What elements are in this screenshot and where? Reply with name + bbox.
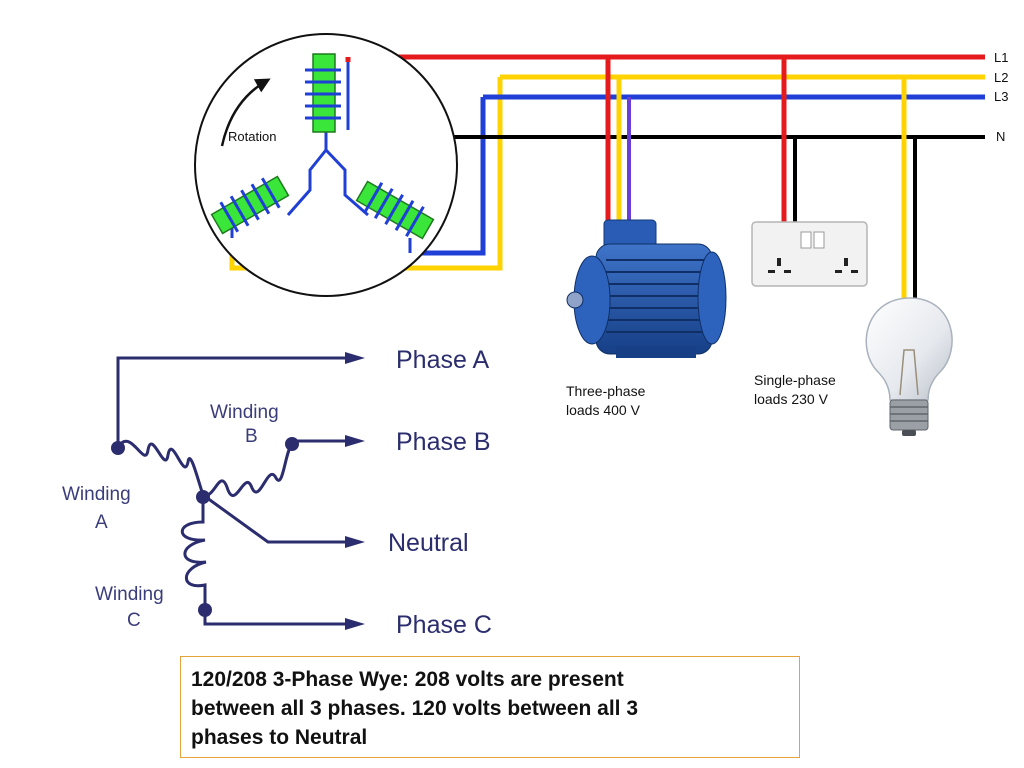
three-phase-caption-line2: loads 400 V <box>566 402 641 418</box>
coil-top <box>305 53 341 133</box>
caption-line3: phases to Neutral <box>191 726 368 749</box>
single-phase-caption-line1: Single-phase <box>754 372 836 388</box>
coil-left <box>210 175 290 235</box>
neutral-label: Neutral <box>388 529 469 557</box>
phase-b-label: Phase B <box>396 428 491 456</box>
wye-diagram <box>111 352 365 630</box>
generator-circle <box>194 33 458 297</box>
supply-lines <box>229 54 985 300</box>
n-label: N <box>996 129 1005 144</box>
l3-label: L3 <box>994 89 1008 104</box>
winding-b-coil <box>202 443 294 498</box>
l2-label: L2 <box>994 70 1008 85</box>
winding-c-label-line1: Winding <box>95 584 164 605</box>
neutral-node-dot <box>196 490 210 504</box>
winding-a-coil <box>116 439 205 496</box>
light-bulb-icon <box>865 297 953 436</box>
terminal-c-dot <box>198 603 212 617</box>
phase-c-lead <box>203 610 360 626</box>
terminal-a-dot <box>111 441 125 455</box>
wall-socket <box>751 221 868 287</box>
three-phase-motor <box>566 219 727 358</box>
terminal-b-dot <box>285 437 299 451</box>
coil-right <box>355 180 435 240</box>
three-phase-caption-line1: Three-phase <box>566 383 646 399</box>
winding-a-label-line2: A <box>95 512 108 533</box>
phase-b-arrow-icon <box>345 435 365 447</box>
winding-c-coil <box>180 495 207 610</box>
winding-a-label-line1: Winding <box>62 484 131 505</box>
rotation-label: Rotation <box>228 129 276 144</box>
l1-label: L1 <box>994 50 1008 65</box>
caption-box: 120/208 3-Phase Wye: 208 volts are prese… <box>180 656 800 758</box>
single-phase-caption-line2: loads 230 V <box>754 391 829 407</box>
generator: Rotation <box>194 33 458 297</box>
caption-line2: between all 3 phases. 120 volts between … <box>191 697 639 720</box>
winding-b-label-line1: Winding <box>210 402 279 423</box>
caption-line1: 120/208 3-Phase Wye: 208 volts are prese… <box>191 668 624 691</box>
winding-b-label-line2: B <box>245 426 258 447</box>
rotation-arrow-icon <box>220 78 271 147</box>
phase-a-lead <box>116 356 360 448</box>
neutral-arrow-icon <box>345 536 365 548</box>
phase-c-label: Phase C <box>396 611 492 639</box>
neutral-lead <box>202 493 360 544</box>
phase-a-label: Phase A <box>396 346 489 374</box>
phase-a-arrow-icon <box>345 352 365 364</box>
l3-wire <box>410 94 985 256</box>
phase-c-arrow-icon <box>345 618 365 630</box>
winding-c-label-line2: C <box>127 610 141 631</box>
